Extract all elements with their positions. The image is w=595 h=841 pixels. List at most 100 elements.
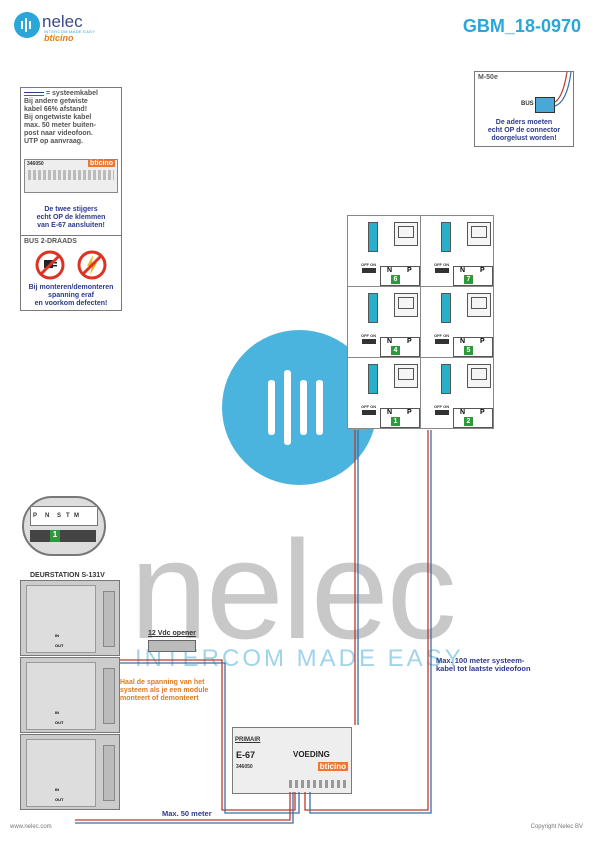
np-box: N P 6 bbox=[380, 266, 420, 286]
module-in-label: IN bbox=[55, 710, 59, 715]
p-label: P bbox=[480, 338, 485, 345]
monitor-screen bbox=[394, 364, 418, 388]
monitor-connector bbox=[368, 222, 378, 252]
bus-note-title: BUS 2-DRAADS bbox=[24, 238, 77, 245]
warning-note: Haal de spanning van het systeem als je … bbox=[120, 679, 209, 702]
off-on-label: OFF ON bbox=[361, 404, 377, 409]
off-on-switch bbox=[362, 339, 376, 344]
p-label: P bbox=[407, 267, 412, 274]
footer-website: www.nelec.com bbox=[10, 824, 52, 830]
np-box: N P 5 bbox=[453, 337, 493, 357]
psu-terminals bbox=[289, 780, 347, 788]
cable-note-title: = systeemkabel bbox=[24, 90, 118, 98]
cable-note-line-5: post naar videofoon. bbox=[24, 130, 93, 137]
unit-number: 6 bbox=[391, 275, 400, 284]
n-label: N bbox=[460, 338, 466, 345]
np-box: N P 1 bbox=[380, 408, 420, 428]
terminal-t: T bbox=[66, 513, 70, 519]
module-face bbox=[26, 585, 96, 653]
monitor-connector bbox=[441, 364, 451, 394]
off-on-switch bbox=[435, 268, 449, 273]
monitor-unit: OFF ON N P 5 bbox=[420, 286, 494, 358]
device-code: 346050 bbox=[27, 161, 44, 167]
n-label: N bbox=[387, 267, 393, 274]
p-label: P bbox=[407, 409, 412, 416]
off-on-switch bbox=[435, 339, 449, 344]
cable-note-line-3: Bij ongetwiste kabel bbox=[24, 114, 92, 121]
device-terminals bbox=[28, 170, 114, 180]
off-on-switch bbox=[362, 410, 376, 415]
monitor-screen bbox=[394, 222, 418, 246]
bus-note-panel: BUS 2-DRAADS Bij monteren/demonteren spa… bbox=[20, 235, 122, 311]
np-box: N P 2 bbox=[453, 408, 493, 428]
terminal-n: N bbox=[45, 513, 50, 519]
opener-label: 12 Vdc opener bbox=[148, 630, 196, 637]
cable-symbol-icon bbox=[24, 92, 44, 96]
monitor-screen bbox=[467, 222, 491, 246]
doc-code: GBM_18-0970 bbox=[462, 16, 581, 36]
p-label: P bbox=[480, 409, 485, 416]
off-on-switch bbox=[435, 410, 449, 415]
no-plug-icon bbox=[35, 250, 65, 280]
m50e-title: M-50e bbox=[478, 74, 498, 81]
m50e-connector bbox=[535, 97, 555, 113]
module-face bbox=[26, 662, 96, 730]
module-out-label: OUT bbox=[55, 643, 64, 648]
cable-note-line-1: Bij andere getwiste bbox=[24, 98, 88, 105]
logo-bars-icon bbox=[21, 18, 31, 32]
cable-note-line-2: kabel 66% afstand! bbox=[24, 106, 88, 113]
door-module: IN OUT bbox=[20, 657, 120, 733]
unit-number: 2 bbox=[464, 417, 473, 426]
opener-device bbox=[148, 640, 196, 652]
monitor-screen bbox=[467, 293, 491, 317]
max100-note: Max. 100 meter systeem- kabel tot laatst… bbox=[436, 656, 531, 673]
module-side bbox=[103, 668, 115, 724]
max50-note: Max. 50 meter bbox=[162, 809, 212, 818]
m50e-bus-label: BUS bbox=[521, 101, 534, 107]
door-module: IN OUT bbox=[20, 734, 120, 810]
bus-blue-note: Bij monteren/demonteren spanning eraf en… bbox=[28, 284, 114, 307]
monitor-connector bbox=[441, 222, 451, 252]
off-on-label: OFF ON bbox=[434, 262, 450, 267]
psu-primary: PRIMAIR bbox=[235, 737, 261, 743]
n-label: N bbox=[460, 267, 466, 274]
unit-number: 7 bbox=[464, 275, 473, 284]
n-label: N bbox=[387, 409, 393, 416]
psu-model: E-67 bbox=[236, 750, 256, 760]
off-on-label: OFF ON bbox=[434, 333, 450, 338]
terminal-value: 1 bbox=[50, 530, 60, 542]
monitor-unit: OFF ON N P 4 bbox=[347, 286, 421, 358]
module-face bbox=[26, 739, 96, 807]
module-in-label: IN bbox=[55, 633, 59, 638]
cable-note-panel: = systeemkabel Bij andere getwiste kabel… bbox=[20, 87, 122, 236]
unit-number: 5 bbox=[464, 346, 473, 355]
door-module: IN OUT bbox=[20, 580, 120, 656]
monitor-connector bbox=[368, 293, 378, 323]
psu-brand: bticino bbox=[317, 762, 348, 771]
monitor-screen bbox=[467, 364, 491, 388]
monitor-connector bbox=[441, 293, 451, 323]
m50e-blue-note: De aders moeten echt OP de connector doo… bbox=[487, 119, 561, 142]
np-box: N P 4 bbox=[380, 337, 420, 357]
no-voltage-icon bbox=[77, 250, 107, 280]
logo-name: nelec bbox=[42, 12, 83, 31]
watermark-word: nelec bbox=[130, 511, 457, 668]
off-on-label: OFF ON bbox=[361, 333, 377, 338]
m50e-panel: M-50e BUS De aders moeten echt OP de con… bbox=[474, 71, 574, 147]
footer-copyright: Copyright Nelec BV bbox=[530, 824, 583, 830]
cable-blue-note: De twee stijgers echt OP de klemmen van … bbox=[36, 206, 106, 229]
unit-number: 1 bbox=[391, 417, 400, 426]
np-box: N P 7 bbox=[453, 266, 493, 286]
terminal-strip bbox=[30, 506, 98, 526]
off-on-label: OFF ON bbox=[434, 404, 450, 409]
device-thumbnail: 346050 bticino bbox=[24, 159, 118, 193]
psu-name: VOEDING bbox=[293, 750, 330, 759]
unit-number: 4 bbox=[391, 346, 400, 355]
n-label: N bbox=[387, 338, 393, 345]
off-on-switch bbox=[362, 268, 376, 273]
m50e-wires bbox=[554, 72, 572, 107]
terminal-m: M bbox=[74, 513, 79, 519]
watermark-bars-icon bbox=[268, 370, 323, 445]
module-in-label: IN bbox=[55, 787, 59, 792]
monitor-unit: OFF ON N P 2 bbox=[420, 357, 494, 429]
